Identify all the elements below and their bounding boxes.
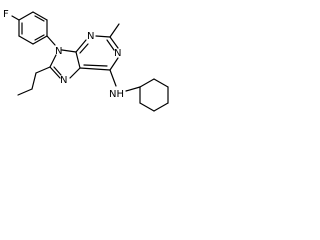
- fluorophenyl-ring: [11, 11, 48, 45]
- bond-n7-c5: [69, 67, 81, 79]
- molecule-structure-diagram: F N N N N NH: [3, 9, 169, 112]
- bond-propyl-1: [35, 66, 51, 74]
- bond-c8-n7: [49, 66, 61, 79]
- imidazole-ring: [49, 49, 81, 79]
- bond-c4-n9: [61, 49, 77, 53]
- bond-cy-4: [153, 102, 169, 112]
- bond-ph-6: [18, 11, 34, 21]
- bond-ph-3: [32, 35, 48, 45]
- bond-c6-c5-double: [83, 64, 108, 67]
- propyl-chain: [17, 66, 51, 96]
- bond-ph-double-b: [34, 34, 45, 41]
- bond-nh-cyclohexyl: [125, 86, 141, 92]
- atom-label-n-aryl: N: [55, 46, 62, 57]
- atom-label-n-pyrimidine-top: N: [87, 31, 94, 42]
- bond-ph-2: [18, 35, 34, 45]
- bond-n3-c2: [95, 35, 111, 38]
- bond-ph-double-c: [34, 15, 45, 22]
- bond-c4-n3: [75, 39, 87, 53]
- bond-cy-5: [139, 102, 155, 112]
- bond-c5-c4: [75, 51, 81, 69]
- atom-label-n-imidazole: N: [60, 75, 67, 86]
- cyclohexyl-ring: [139, 78, 169, 112]
- bond-f-c: [11, 15, 20, 21]
- atom-label-nh-amine: NH: [109, 89, 124, 100]
- pyrimidine-ring: [75, 35, 119, 71]
- bond-c6-nh: [109, 69, 117, 87]
- bond-c2-n1: [109, 36, 119, 49]
- bond-cy-1: [139, 78, 155, 88]
- atom-label-fluorine: F: [3, 9, 9, 20]
- bond-cy-2: [153, 78, 169, 88]
- bond-c2-methyl: [109, 23, 120, 38]
- bond-propyl-3: [17, 88, 33, 96]
- bond-c6-c5: [79, 67, 111, 71]
- bond-ph-5: [32, 11, 48, 21]
- bond-propyl-2: [31, 72, 37, 90]
- bond-n9-c8: [49, 54, 57, 68]
- bond-aryl-n: [46, 35, 56, 46]
- atom-label-n-pyrimidine-right: N: [114, 48, 121, 59]
- bond-c2-n1-double: [106, 39, 115, 51]
- bond-c8-n7-double: [53, 66, 62, 76]
- bond-c4-n3-double: [79, 43, 89, 54]
- bond-n1-c6: [109, 57, 119, 71]
